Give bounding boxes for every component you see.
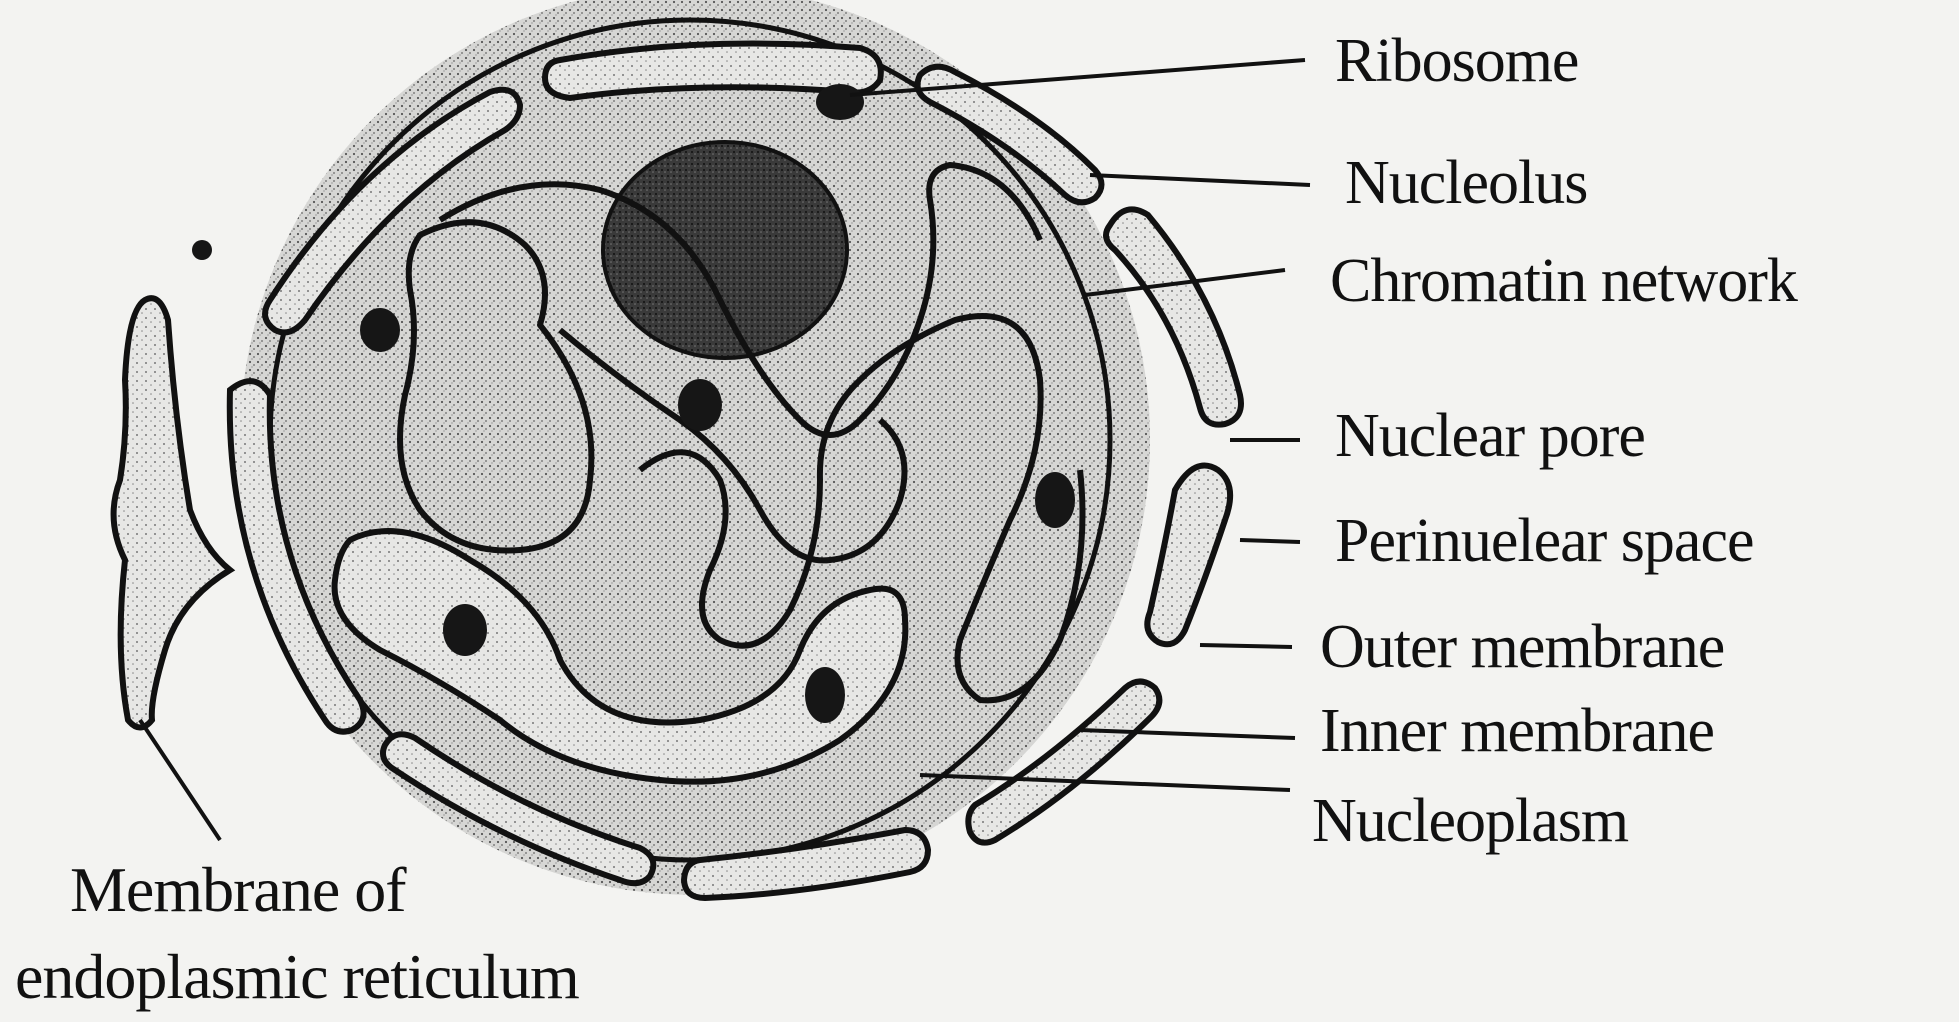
label-nucleolus: Nucleolus: [1345, 152, 1587, 214]
label-inner-membrane: Inner membrane: [1320, 700, 1714, 762]
ribosome-dot: [443, 604, 487, 656]
label-outer-membrane: Outer membrane: [1320, 616, 1724, 678]
nucleolus: [603, 142, 847, 358]
leader-line-er-membrane: [140, 720, 220, 840]
ribosome-dot: [1035, 472, 1075, 528]
label-nucleoplasm: Nucleoplasm: [1312, 790, 1628, 852]
leader-line-perinuclear: [1240, 540, 1300, 542]
endoplasmic-reticulum-membrane: [114, 298, 230, 727]
label-ribosome: Ribosome: [1335, 30, 1578, 92]
ribosome-dot: [192, 240, 212, 260]
label-er-membrane-line1: Membrane of: [70, 858, 406, 922]
ribosome-dot: [678, 379, 722, 431]
leader-line-outer-membrane: [1200, 645, 1292, 647]
label-perinuclear-space: Perinuelear space: [1335, 510, 1753, 572]
label-er-membrane-line2: endoplasmic reticulum: [15, 945, 579, 1009]
label-chromatin-network: Chromatin network: [1330, 250, 1797, 312]
ribosome-dot: [360, 308, 400, 352]
label-nuclear-pore: Nuclear pore: [1335, 405, 1645, 467]
leader-line-nucleolus: [1090, 175, 1310, 185]
ribosome-dot: [805, 667, 845, 723]
outer-membrane-segment: [1147, 466, 1230, 645]
ribosome-dot: [816, 84, 864, 120]
